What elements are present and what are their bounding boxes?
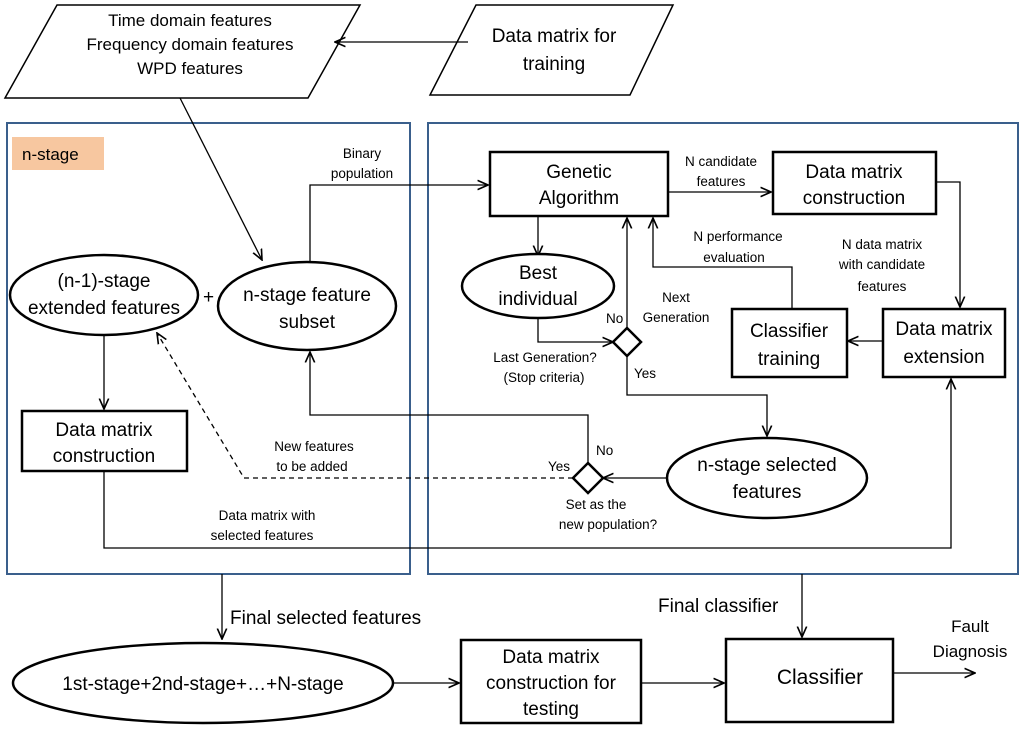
training-matrix-line-1: Data matrix for xyxy=(492,26,617,47)
features-parallelogram xyxy=(3,4,362,99)
arrow-features-to-subset xyxy=(179,97,262,260)
data-matrix-right-line-1: Data matrix xyxy=(805,162,903,183)
fault-diagnosis-line-1: Fault xyxy=(951,617,989,636)
last-generation-line-1: Last Generation? xyxy=(493,350,597,365)
training-line-1: Classifier xyxy=(750,321,829,342)
testing-matrix-line-2: construction for xyxy=(486,673,617,694)
best-individual-line-2: individual xyxy=(498,289,577,310)
prev-extended-line-1: (n-1)-stage xyxy=(58,271,151,292)
data-matrix-left-line-1: Data matrix xyxy=(55,420,153,441)
n-performance-line-2: evaluation xyxy=(703,250,765,265)
training-matrix-line-2: training xyxy=(523,54,585,75)
data-matrix-extension-box xyxy=(881,307,1007,379)
best-individual-line-1: Best xyxy=(519,263,558,284)
n-performance-line-1: N performance xyxy=(693,229,782,244)
next-generation-line-1: Next xyxy=(662,290,690,305)
new-features-line-2: to be added xyxy=(276,459,347,474)
final-selected-label: Final selected features xyxy=(230,608,421,629)
n-data-matrix-line-2: with candidate xyxy=(838,257,925,272)
testing-matrix-line-1: Data matrix xyxy=(502,647,600,668)
feature-subset-ellipse xyxy=(216,260,398,352)
n-candidate-line-1: N candidate xyxy=(685,154,757,169)
arrow-subset-to-ga xyxy=(309,185,488,262)
last-generation-diamond xyxy=(611,326,643,358)
next-generation-line-2: Generation xyxy=(643,310,710,325)
n-data-matrix-line-1: N data matrix xyxy=(842,237,923,252)
set-population-line-1: Set as the xyxy=(566,497,627,512)
data-matrix-right-line-2: construction xyxy=(803,188,905,209)
selected-features-line-1: n-stage selected xyxy=(697,455,836,476)
feature-subset-line-1: n-stage feature xyxy=(243,285,371,306)
last-generation-line-2: (Stop criteria) xyxy=(503,370,584,385)
arrow-decision-to-selected xyxy=(626,356,767,436)
n-stage-panel xyxy=(6,122,411,575)
training-matrix-parallelogram xyxy=(428,4,675,96)
testing-matrix-box xyxy=(459,638,643,725)
features-line-1: Time domain features xyxy=(108,11,272,30)
arrow-decision2-to-prev xyxy=(157,333,573,479)
binary-population-line-2: population xyxy=(331,166,393,181)
classifier-box xyxy=(724,637,895,724)
stages-sum-label: 1st-stage+2nd-stage+…+N-stage xyxy=(62,674,343,695)
testing-matrix-line-3: testing xyxy=(523,699,579,720)
selected-features-ellipse xyxy=(665,436,869,520)
features-line-2: Frequency domain features xyxy=(87,35,294,54)
extension-line-2: extension xyxy=(903,347,984,368)
arrow-decision2-to-subset xyxy=(310,352,589,463)
fault-diagnosis-line-2: Diagnosis xyxy=(933,642,1008,661)
yes2-label: Yes xyxy=(548,459,570,474)
n-stage-tag xyxy=(12,137,104,170)
classifier-label: Classifier xyxy=(777,666,863,689)
n-candidate-line-2: features xyxy=(697,174,746,189)
genetic-algorithm-line-2: Algorithm xyxy=(539,188,619,209)
features-line-3: WPD features xyxy=(137,59,243,78)
plus-sign: + xyxy=(203,287,214,308)
matrix-selected-line-1: Data matrix with xyxy=(219,508,316,523)
n-stage-tag-label: n-stage xyxy=(22,145,79,164)
classifier-training-box xyxy=(730,307,849,379)
no-label: No xyxy=(606,311,623,326)
set-population-line-2: new population? xyxy=(559,517,657,532)
prev-extended-line-2: extended features xyxy=(28,298,180,319)
final-classifier-label: Final classifier xyxy=(658,596,779,617)
selected-features-line-2: features xyxy=(733,482,802,503)
data-matrix-construction-right xyxy=(771,150,938,216)
matrix-selected-line-2: selected features xyxy=(211,528,314,543)
arrow-training-to-ga xyxy=(653,218,793,309)
arrow-best-to-decision xyxy=(537,318,613,342)
prev-extended-ellipse xyxy=(8,253,200,337)
n-data-matrix-line-3: features xyxy=(858,279,907,294)
extension-line-1: Data matrix xyxy=(895,319,993,340)
data-matrix-left-line-2: construction xyxy=(53,446,155,467)
arrow-matrix-to-extension xyxy=(103,379,951,549)
new-features-line-1: New features xyxy=(274,439,354,454)
training-line-2: training xyxy=(758,349,820,370)
binary-population-line-1: Binary xyxy=(343,146,382,161)
data-matrix-construction-left xyxy=(20,409,189,473)
ga-panel xyxy=(427,122,1019,575)
no2-label: No xyxy=(596,443,613,458)
genetic-algorithm-box xyxy=(488,150,670,218)
feature-subset-line-2: subset xyxy=(279,312,336,333)
new-population-diamond xyxy=(571,461,605,495)
arrow-construction-to-extension xyxy=(936,181,960,307)
genetic-algorithm-line-1: Genetic xyxy=(546,162,611,183)
yes-label: Yes xyxy=(634,366,656,381)
